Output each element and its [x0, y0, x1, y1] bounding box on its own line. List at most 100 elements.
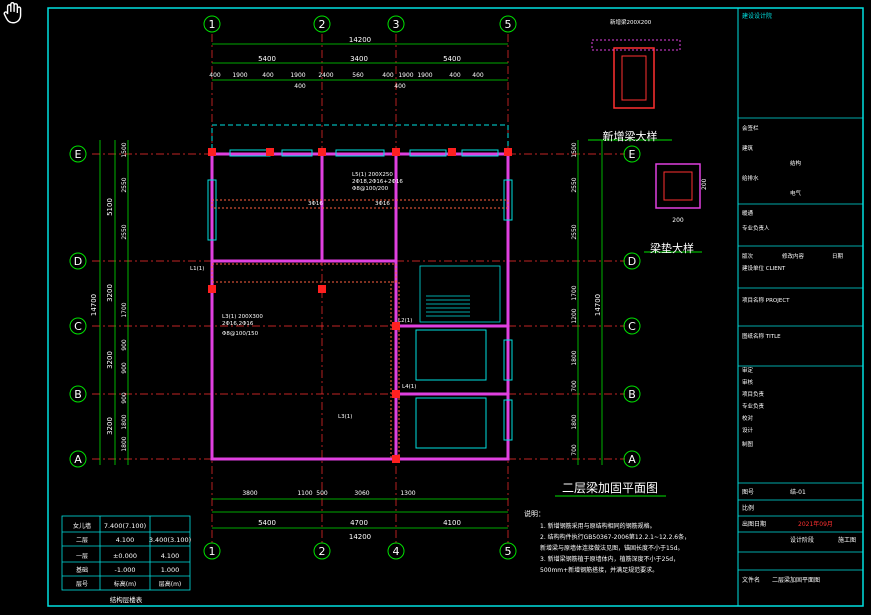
dim-top-detail: 1900	[290, 72, 305, 79]
dim-top-detail: 400	[472, 72, 484, 79]
title-block-field: 电气	[790, 189, 802, 197]
columns	[208, 148, 512, 463]
dim-right-detail: 1200	[571, 308, 578, 323]
dim-right-detail: 1800	[571, 350, 578, 365]
dim-right-detail: 1500	[571, 142, 578, 157]
axis-top-3: 3	[393, 18, 400, 31]
axis-right-C: C	[628, 320, 636, 333]
pan-hand-icon[interactable]	[0, 0, 26, 26]
title-block-field: 审核	[742, 378, 754, 386]
dim-top-span: 3400	[350, 55, 368, 63]
dim-top-detail: 400	[449, 72, 461, 79]
note-line: 1. 新增钢筋采用与原结构相同的钢筋规格。	[540, 522, 656, 530]
dim-top-detail: 400	[209, 72, 221, 79]
dim-left-detail: 1800	[121, 436, 128, 451]
beam-detail-drawing	[591, 39, 681, 109]
dim-left-detail: 2550	[121, 224, 128, 239]
axis-left-C-bubble	[69, 317, 87, 335]
balcony-outline	[211, 124, 509, 154]
title-block-field: 给排水	[742, 174, 759, 182]
axis-bottom-5-bubble	[499, 542, 517, 560]
windows	[207, 149, 513, 449]
title-block-field: 结构	[790, 159, 802, 167]
axis-left-B-bubble	[69, 385, 87, 403]
title-block-field: 项目负责	[742, 390, 765, 398]
dim-bottom-span: 4700	[350, 519, 368, 527]
dim-left-detail: 900	[121, 362, 128, 374]
dim-left-detail: 900	[121, 339, 128, 351]
dim-left-span: 5100	[106, 198, 114, 216]
axis-top-5-bubble	[499, 15, 517, 33]
dim-left-span: 3200	[106, 351, 114, 369]
pad-dim: 200	[672, 217, 684, 224]
title-block-field: 制图	[742, 440, 754, 448]
beam-label: 2Φ18,2Φ16+2Φ16	[352, 179, 403, 185]
beam-label: Φ8@100/200	[352, 186, 389, 192]
dim-bottom-detail: 1300	[400, 490, 415, 497]
dim-top-span: 5400	[258, 55, 276, 63]
elevation-table	[61, 515, 191, 591]
pad-detail-title: 梁垫大样	[650, 241, 694, 255]
axis-left-D-bubble	[69, 252, 87, 270]
axis-right-E-bubble	[623, 145, 641, 163]
walls	[210, 152, 510, 461]
dim-top-span: 5400	[443, 55, 461, 63]
grid-lines	[92, 34, 625, 545]
note-line: 500mm+新增钢筋搭接，并满足规范要求。	[540, 566, 658, 574]
title-block-field: 暖通	[742, 209, 754, 217]
title-block-field: 版次	[742, 252, 754, 260]
pad-detail-drawing	[655, 163, 701, 209]
elev-row-height: 4.100	[161, 552, 180, 560]
elev-row-name: 女儿墙	[73, 522, 91, 530]
dim-left-detail: 1700	[121, 302, 128, 317]
sheet-border	[47, 7, 864, 607]
pad-dim: 200	[701, 178, 708, 190]
beam-label: L2(1)	[398, 318, 412, 324]
elev-row-elev: 7.400(7.100)	[104, 522, 146, 530]
elev-row-name: 一层	[76, 553, 88, 560]
title-block-field: 设计	[742, 426, 754, 434]
dim-top-detail: 560	[352, 72, 364, 79]
file-label: 文件名	[742, 576, 760, 584]
title-block-field: 建筑	[742, 144, 754, 152]
title-block-field: 项目名称 PROJECT	[742, 296, 790, 304]
beam-label: L3(1) 200X300	[222, 314, 263, 320]
drawing-no-label: 图号	[742, 489, 754, 496]
dimension-lines	[99, 43, 603, 529]
file-value: 二层梁加固平面图	[772, 576, 820, 584]
dim-bottom-span: 5400	[258, 519, 276, 527]
title-block-grid	[738, 117, 863, 571]
note-line: 3. 新增梁钢筋植于原墙体内，植筋深度不小于25d，	[540, 555, 679, 563]
dim-left-overall: 14700	[90, 294, 98, 316]
elev-header: 层高(m)	[159, 580, 182, 588]
elev-row-name: 基础	[76, 566, 88, 574]
beam-label: L5(1) 200X250	[352, 172, 393, 178]
beam-label: L1(1)	[190, 266, 204, 272]
beam-label: 3Φ16	[308, 201, 323, 207]
date-label: 出图日期	[742, 520, 766, 528]
dim-top-overall: 14200	[349, 36, 371, 44]
dim-bottom-detail: 500	[316, 490, 328, 497]
company-name: 建设设计院	[742, 12, 772, 20]
axis-right-B: B	[628, 388, 636, 401]
note-line: 新增梁与原墙体连接做法见图，锚固长度不小于15d。	[540, 544, 683, 552]
axis-top-5: 5	[505, 18, 512, 31]
axis-left-D: D	[74, 255, 82, 268]
title-block-field: 建设单位 CLIENT	[742, 264, 786, 272]
axis-right-A: A	[628, 453, 636, 466]
dim-bottom-overall: 14200	[349, 533, 371, 541]
axis-left-A-bubble	[69, 450, 87, 468]
dim-left-detail: 1500	[121, 142, 128, 157]
title-block-field: 审定	[742, 366, 754, 374]
drawing-no: 结-01	[790, 488, 806, 496]
title-block-field: 校对	[742, 414, 754, 422]
dim-right-detail: 700	[571, 380, 578, 392]
axis-top-1-bubble	[203, 15, 221, 33]
detail-beam-note: 新增梁200X200	[610, 18, 652, 26]
elev-header: 层号	[76, 581, 88, 588]
elev-row-height: 1.000	[161, 566, 180, 574]
stage-label: 设计阶段	[790, 536, 814, 544]
beam-label: 2Φ16,2Φ16	[222, 321, 254, 327]
